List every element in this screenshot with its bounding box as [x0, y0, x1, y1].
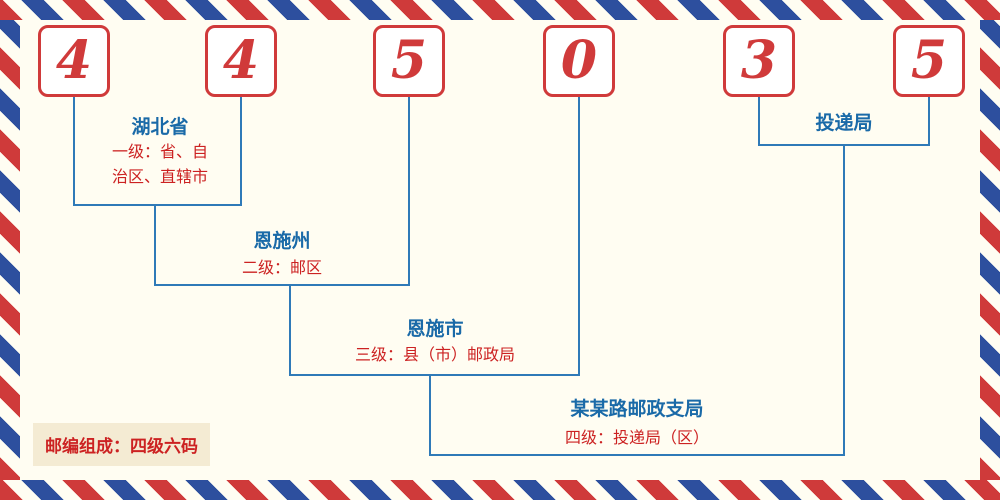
- digit-6: 5: [910, 30, 948, 91]
- connector-line: [758, 144, 930, 146]
- digit-box-6: 5: [893, 25, 965, 97]
- level3-desc: 三级：县（市）邮政局: [354, 345, 515, 364]
- level4-desc: 四级：投递局（区）: [564, 428, 709, 447]
- level3-name: 恩施市: [406, 318, 464, 340]
- connector-line: [73, 97, 75, 206]
- level1-desc: 一级：省、自 治区、直辖市: [111, 142, 208, 186]
- connector-line: [289, 374, 580, 376]
- digit-2: 4: [222, 30, 260, 91]
- digit-3: 5: [390, 30, 428, 91]
- level4-name: 某某路邮政支局: [570, 398, 704, 420]
- level2-desc: 二级：邮区: [241, 258, 322, 277]
- envelope-border-left: [0, 20, 20, 480]
- digit-box-4: 0: [543, 25, 615, 97]
- envelope-border-right: [980, 20, 1000, 480]
- connector-line: [289, 284, 291, 376]
- level1-name: 湖北省: [131, 116, 189, 138]
- connector-line: [408, 97, 410, 286]
- connector-line: [73, 204, 242, 206]
- digit-box-1: 4: [38, 25, 110, 97]
- connector-line: [578, 97, 580, 376]
- envelope-border-top: [0, 0, 1000, 20]
- delivery-office-label: 投递局: [815, 112, 873, 134]
- connector-line: [928, 97, 930, 146]
- digit-box-3: 5: [373, 25, 445, 97]
- connector-line: [429, 454, 845, 456]
- digit-box-2: 4: [205, 25, 277, 97]
- digit-5: 3: [740, 30, 778, 91]
- digit-1: 4: [55, 30, 93, 91]
- connector-line: [154, 204, 156, 286]
- digit-box-5: 3: [723, 25, 795, 97]
- connector-line: [758, 97, 760, 146]
- connector-line: [154, 284, 410, 286]
- envelope-border-bottom: [0, 480, 1000, 500]
- digit-4: 0: [560, 30, 598, 91]
- composition-badge: 邮编组成：四级六码: [33, 423, 210, 466]
- level2-name: 恩施州: [253, 230, 311, 252]
- connector-line: [240, 97, 242, 206]
- connector-line: [429, 374, 431, 456]
- connector-line: [843, 144, 845, 456]
